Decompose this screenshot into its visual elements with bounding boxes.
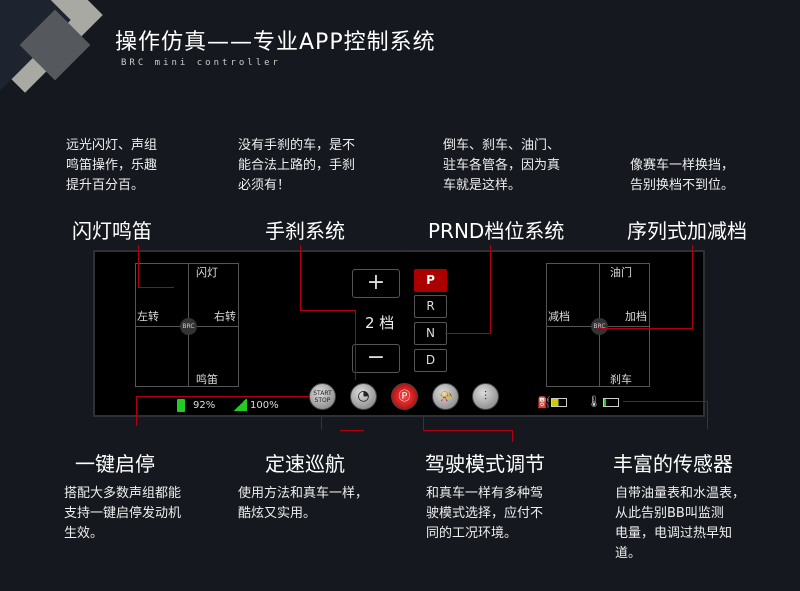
feature-desc: 远光闪灯、声组鸣笛操作，乐趣提升百分百。	[66, 138, 158, 193]
gear-display: 2 档	[365, 314, 395, 332]
temperature-gauge	[603, 398, 619, 407]
battery-icon	[177, 399, 185, 412]
feature-desc: 和真车一样有多种驾驶模式选择，应付不同的工况环境。	[426, 486, 544, 541]
cruise-control-button[interactable]: ◔	[350, 383, 377, 410]
left-turn-label: 左转	[137, 310, 159, 323]
brake-label: 刹车	[610, 373, 632, 386]
upshift-label: 加档	[625, 310, 647, 323]
horn-icon: 📯	[438, 389, 453, 403]
feature-desc: 使用方法和真车一样，酷炫又实用。	[238, 486, 369, 521]
signal-icon	[233, 399, 247, 411]
feature-desc: 搭配大多数声组都能支持一键启停发动机生效。	[64, 486, 182, 541]
feature-title: 一键启停	[75, 452, 155, 476]
sliders-icon: ⫶	[483, 389, 487, 403]
joystick-center: BRC	[591, 318, 608, 335]
feature-desc: 像赛车一样换挡，告别换档不到位。	[630, 158, 735, 193]
feature-desc: 没有手刹的车，是不能合法上路的，手刹必须有！	[238, 138, 356, 193]
gear-n-button[interactable]: N	[414, 322, 447, 345]
gear-down-button[interactable]: −	[352, 344, 400, 373]
feature-title: 定速巡航	[265, 452, 345, 476]
feature-title: 闪灯鸣笛	[72, 219, 152, 243]
downshift-label: 减档	[548, 310, 570, 323]
gear-up-button[interactable]: +	[352, 269, 400, 298]
temperature-icon: 🌡	[587, 395, 601, 408]
battery-level: 92%	[193, 400, 216, 411]
feature-title: 丰富的传感器	[613, 452, 733, 476]
horn-button[interactable]: 📯	[432, 383, 459, 410]
feature-title: 序列式加减档	[627, 219, 747, 243]
flash-label: 闪灯	[196, 266, 218, 279]
speedometer-icon: ◔	[357, 388, 370, 404]
horn-label: 鸣笛	[196, 373, 218, 386]
feature-title: 手刹系统	[265, 219, 345, 243]
right-joystick-pad[interactable]: BRC 油门 减档 加档 刹车	[546, 263, 650, 387]
feature-title: PRND档位系统	[428, 219, 565, 243]
page-title: 操作仿真——专业APP控制系统	[115, 30, 436, 55]
joystick-center: BRC	[180, 318, 197, 335]
page-subtitle: BRC mini controller	[121, 58, 281, 68]
right-turn-label: 右转	[214, 310, 236, 323]
gear-r-button[interactable]: R	[414, 295, 447, 318]
signal-level: 100%	[250, 400, 279, 411]
gear-d-button[interactable]: D	[414, 349, 447, 372]
feature-desc: 自带油量表和水温表，从此告别BB叫监测电量，电调过热早知道。	[615, 486, 746, 561]
fuel-icon: ⛽	[537, 396, 551, 409]
fuel-gauge	[551, 398, 567, 407]
parking-brake-icon: Ⓟ	[398, 389, 411, 403]
throttle-label: 油门	[610, 266, 632, 279]
start-stop-button[interactable]: START STOP	[309, 383, 336, 410]
controller-panel: BRC 闪灯 左转 右转 鸣笛 + 2 档 − P R N D BRC 油门 减…	[93, 250, 705, 417]
feature-desc: 倒车、刹车、油门、驻车各管各，因为真车就是这样。	[443, 138, 561, 193]
left-joystick-pad[interactable]: BRC 闪灯 左转 右转 鸣笛	[135, 263, 239, 387]
feature-title: 驾驶模式调节	[425, 452, 545, 476]
drive-mode-button[interactable]: ⫶	[472, 383, 499, 410]
gear-p-button[interactable]: P	[414, 269, 447, 292]
handbrake-button[interactable]: Ⓟ	[391, 383, 418, 410]
